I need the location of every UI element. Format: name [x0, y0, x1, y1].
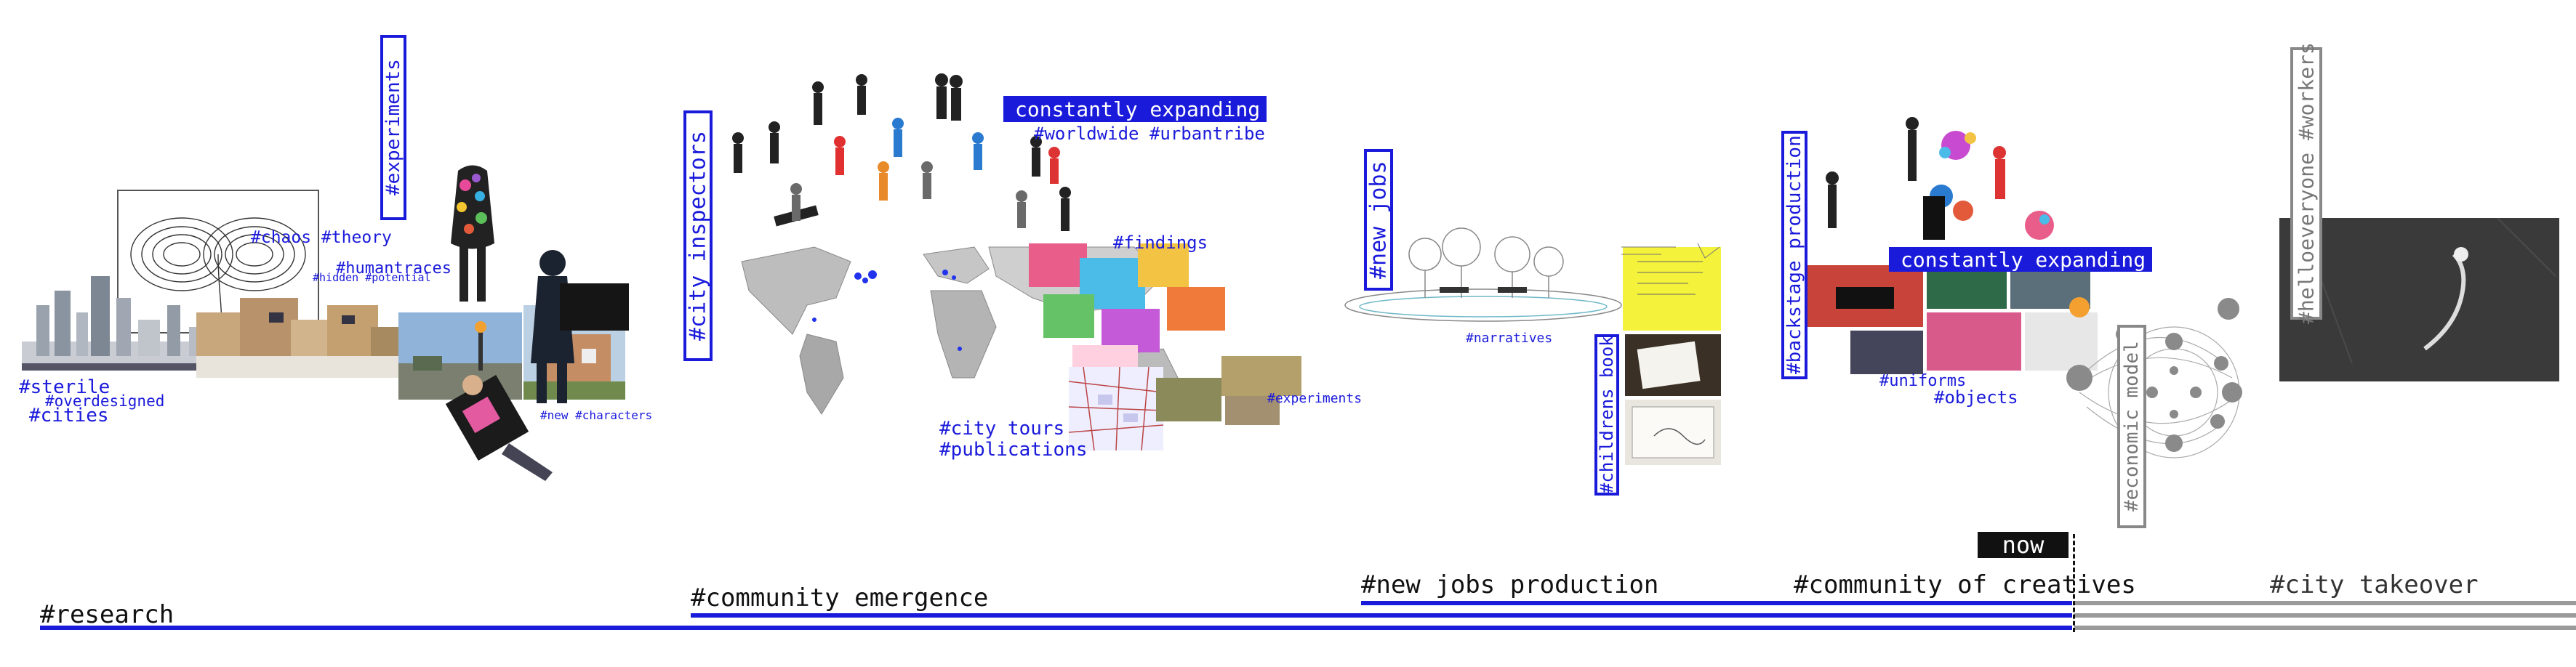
helloeveryone-workers-label: #helloeveryone #workers [2290, 43, 2322, 324]
economic-model-label: #economic model [2117, 325, 2146, 528]
objects-tag: #objects [1934, 387, 2018, 408]
box-head-figure [531, 250, 629, 403]
future-line-1 [2074, 626, 2576, 630]
street-photo [398, 312, 522, 400]
uniforms-tag: #uniforms [1879, 372, 1967, 390]
findings-tag: #findings [1113, 233, 1208, 253]
now-marker-line [2073, 534, 2075, 632]
lorenz-attractor-plot [117, 190, 319, 334]
now-label: now [1978, 531, 2069, 559]
hidden-potential-tag: #hidden #potential [313, 271, 431, 284]
chaos-theory-tag: #chaos #theory [251, 228, 392, 247]
childrens-book-label: #childrens book [1594, 334, 1619, 496]
people-crowd [732, 73, 1071, 231]
phase-community-emergence: #community emergence [691, 583, 989, 613]
narratives-tag: #narratives [1466, 331, 1553, 346]
phase-community-of-creatives: #community of creatives [1794, 570, 2136, 599]
phase-new-jobs-production: #new jobs production [1361, 570, 1659, 599]
humantraces-tag: #humantraces [336, 259, 452, 278]
backstage-photo-grid [1807, 265, 2098, 374]
sketch-note [1621, 243, 1720, 259]
new-jobs-label: #new jobs [1364, 149, 1393, 291]
findings-collage [1029, 243, 1225, 374]
new-characters-tag: #new #characters [540, 408, 653, 422]
city-map-image [1069, 367, 1163, 450]
workers-photo [2279, 218, 2559, 381]
flower-costume-figure [451, 165, 494, 302]
future-line-2 [2074, 613, 2576, 618]
narratives-sketch [1344, 227, 1622, 322]
cities-tag: #cities [29, 405, 109, 427]
future-line-3 [2074, 601, 2576, 605]
overdesigned-tag: #overdesigned [45, 392, 165, 410]
economic-model-diagram [2066, 298, 2242, 458]
performers-image [1826, 117, 2054, 240]
experiments-label: #experiments [380, 35, 406, 220]
worldwide-urbantribe-tag: #worldwide #urbantribe [1034, 124, 1265, 144]
book-photo-2 [1625, 400, 1721, 465]
lying-figure [445, 375, 553, 481]
timeline-line-new-jobs [1361, 601, 2072, 605]
phase-research: #research [40, 600, 174, 629]
city-tours-tag: #city tours [939, 418, 1065, 440]
constantly-expanding-banner-2: constantly expanding [1889, 247, 2152, 272]
cardboard-boxes-image [196, 298, 407, 378]
city-inspectors-label: #city inspectors [683, 110, 713, 361]
experiments-photos [1156, 356, 1301, 425]
timeline-line-community [691, 613, 2072, 618]
constantly-expanding-banner: constantly expanding [1003, 96, 1267, 122]
yellow-notebook-photo [1623, 247, 1721, 331]
sterile-tag: #sterile [19, 376, 111, 398]
backstage-production-label: #backstage production [1781, 131, 1807, 379]
publications-tag: #publications [939, 439, 1088, 461]
book-photo-1 [1625, 334, 1721, 396]
phase-city-takeover: #city takeover [2270, 570, 2479, 599]
experiments-tag: #experiments [1267, 391, 1363, 406]
timeline-line-research [40, 626, 2072, 630]
